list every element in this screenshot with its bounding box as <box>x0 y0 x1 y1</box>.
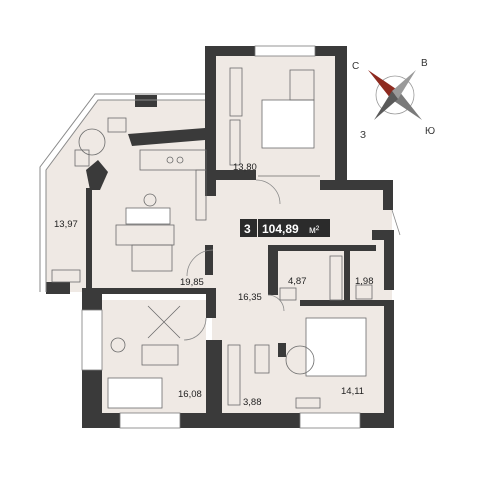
area-label-wc: 1,98 <box>355 276 374 287</box>
doors <box>183 179 401 341</box>
compass-arrow-west-icon <box>374 91 398 120</box>
area-badge-total-bg <box>258 219 330 237</box>
area-badge-total: 104,89 <box>262 222 299 236</box>
compass-arrow-north-shadow-icon <box>368 70 399 99</box>
compass-arrow-east-icon <box>392 70 416 99</box>
area-label-hall: 16,35 <box>238 292 262 303</box>
windows <box>81 45 361 429</box>
area-badge-rooms-bg <box>240 219 257 237</box>
furniture <box>51 67 373 409</box>
compass-arrow-south-icon <box>391 91 422 120</box>
compass-label-west: З <box>360 130 366 141</box>
area-label-bedroom-top: 13,80 <box>233 162 257 173</box>
compass-ring <box>375 75 415 115</box>
area-label-bathroom: 4,87 <box>288 276 307 287</box>
room-labels: 13,80 13,97 19,85 16,35 4,87 1,98 16,08 … <box>54 162 374 408</box>
area-badge: 3 104,89 м² <box>240 219 330 237</box>
area-label-kitchen-living: 19,85 <box>180 277 204 288</box>
compass-label-south: Ю <box>425 126 435 137</box>
area-label-loggia: 13,97 <box>54 219 78 230</box>
loggia-glazing <box>39 93 205 292</box>
area-label-bedroom-right: 14,11 <box>341 386 364 397</box>
area-badge-unit: м² <box>309 225 320 236</box>
area-badge-rooms: 3 <box>244 222 251 236</box>
area-label-wardrobe: 3,88 <box>243 397 262 408</box>
floor-loggia <box>46 100 205 292</box>
walls <box>46 46 394 428</box>
area-label-bedroom-left: 16,08 <box>178 389 202 400</box>
compass: С В З Ю <box>352 58 435 141</box>
compass-label-east: В <box>421 58 428 69</box>
compass-label-north: С <box>352 61 359 72</box>
